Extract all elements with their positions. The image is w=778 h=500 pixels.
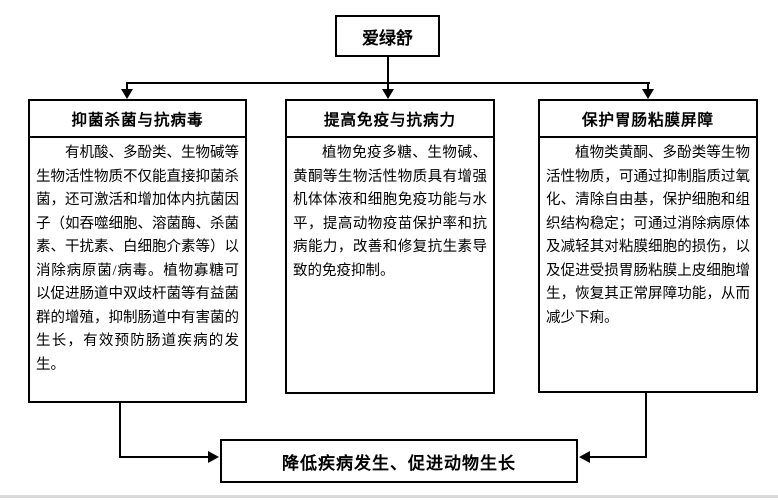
connector-root-vertical bbox=[387, 57, 389, 83]
arrow-left-icon bbox=[579, 451, 590, 463]
root-node-label: 爱绿舒 bbox=[362, 28, 413, 48]
branch-title: 提高免疫与抗病力 bbox=[287, 101, 493, 138]
arrow-down-icon bbox=[121, 89, 133, 99]
connector-stub-middle bbox=[387, 82, 389, 91]
connector-left-vertical bbox=[119, 403, 121, 458]
connector-stub-left bbox=[126, 82, 128, 91]
branch-title: 抑菌杀菌与抗病毒 bbox=[30, 101, 245, 138]
branch-title: 保护胃肠粘膜屏障 bbox=[540, 101, 756, 138]
arrow-down-icon bbox=[642, 89, 654, 99]
root-node-box: 爱绿舒 bbox=[335, 15, 440, 57]
outcome-node-box: 降低疾病发生、促进动物生长 bbox=[220, 439, 578, 483]
branch-immunity: 提高免疫与抗病力 植物免疫多糖、生物碱、黄酮等生物活性物质具有增强机体体液和细胞… bbox=[285, 99, 495, 394]
branch-title-label: 抑菌杀菌与抗病毒 bbox=[71, 111, 204, 129]
branch-body-text: 植物免疫多糖、生物碱、黄酮等生物活性物质具有增强机体体液和细胞免疫功能与水平，提… bbox=[293, 145, 487, 279]
branch-title-label: 提高免疫与抗病力 bbox=[323, 111, 456, 129]
branch-mucosa-protection: 保护胃肠粘膜屏障 植物类黄酮、多酚类等生物活性物质，可通过抑制脂质过氧化、清除自… bbox=[538, 99, 758, 393]
connector-left-horizontal bbox=[119, 456, 209, 458]
connector-right-horizontal bbox=[590, 456, 647, 458]
branch-body-text: 植物类黄酮、多酚类等生物活性物质，可通过抑制脂质过氧化、清除自由基，保护细胞和组… bbox=[546, 145, 750, 326]
outcome-node-label: 降低疾病发生、促进动物生长 bbox=[282, 453, 516, 473]
branch-title-label: 保护胃肠粘膜屏障 bbox=[581, 111, 714, 129]
branch-antibacterial: 抑菌杀菌与抗病毒 有机酸、多酚类、生物碱等生物活性物质不仅能直接抑菌杀菌，还可激… bbox=[28, 99, 247, 403]
connector-stub-right bbox=[647, 82, 649, 91]
arrow-down-icon bbox=[382, 89, 394, 99]
branch-box: 保护胃肠粘膜屏障 植物类黄酮、多酚类等生物活性物质，可通过抑制脂质过氧化、清除自… bbox=[538, 99, 758, 393]
branch-body-text: 有机酸、多酚类、生物碱等生物活性物质不仅能直接抑菌杀菌，还可激活和增加体内抗菌因… bbox=[36, 145, 239, 373]
branch-box: 提高免疫与抗病力 植物免疫多糖、生物碱、黄酮等生物活性物质具有增强机体体液和细胞… bbox=[285, 99, 495, 394]
connector-right-vertical bbox=[645, 393, 647, 458]
arrow-right-icon bbox=[208, 451, 219, 463]
branch-box: 抑菌杀菌与抗病毒 有机酸、多酚类、生物碱等生物活性物质不仅能直接抑菌杀菌，还可激… bbox=[28, 99, 247, 403]
page-divider-line bbox=[0, 495, 778, 498]
